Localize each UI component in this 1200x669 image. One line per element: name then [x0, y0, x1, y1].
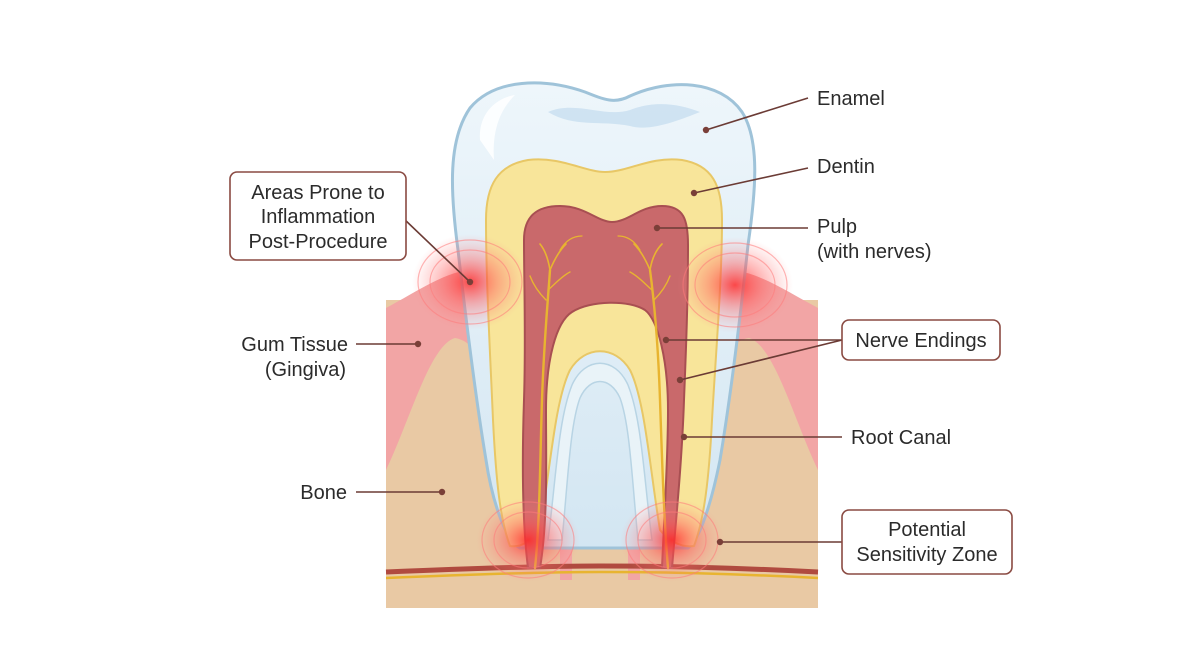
label-nerve-endings: Nerve Endings	[855, 330, 986, 352]
sensitivity-glow-left	[476, 498, 580, 582]
label-sensitivity-line1: Potential	[888, 519, 966, 541]
sensitivity-zone-callout: Potential Sensitivity Zone	[841, 509, 1013, 575]
sensitivity-glow-right	[620, 498, 724, 582]
label-dentin: Dentin	[817, 156, 875, 178]
label-pulp-subtitle: (with nerves)	[817, 241, 931, 263]
pulp-chamber	[521, 204, 690, 569]
label-enamel: Enamel	[817, 88, 885, 110]
label-gum-tissue-subtitle: (Gingiva)	[265, 359, 346, 381]
label-inflammation-line3: Post-Procedure	[249, 231, 388, 253]
label-gum-tissue: Gum Tissue	[241, 334, 348, 356]
inflammation-callout: Areas Prone to Inflammation Post-Procedu…	[229, 171, 407, 261]
inflammation-glow-right	[677, 237, 793, 333]
label-pulp: Pulp	[817, 216, 857, 238]
label-inflammation-line2: Inflammation	[261, 206, 376, 228]
label-root-canal: Root Canal	[851, 427, 951, 449]
nerve-base	[385, 563, 819, 580]
label-sensitivity-line2: Sensitivity Zone	[856, 544, 997, 566]
nerve-endings-callout: Nerve Endings	[841, 319, 1001, 361]
label-bone: Bone	[300, 482, 347, 504]
label-inflammation-line1: Areas Prone to	[251, 182, 384, 204]
leaders	[356, 97, 843, 546]
